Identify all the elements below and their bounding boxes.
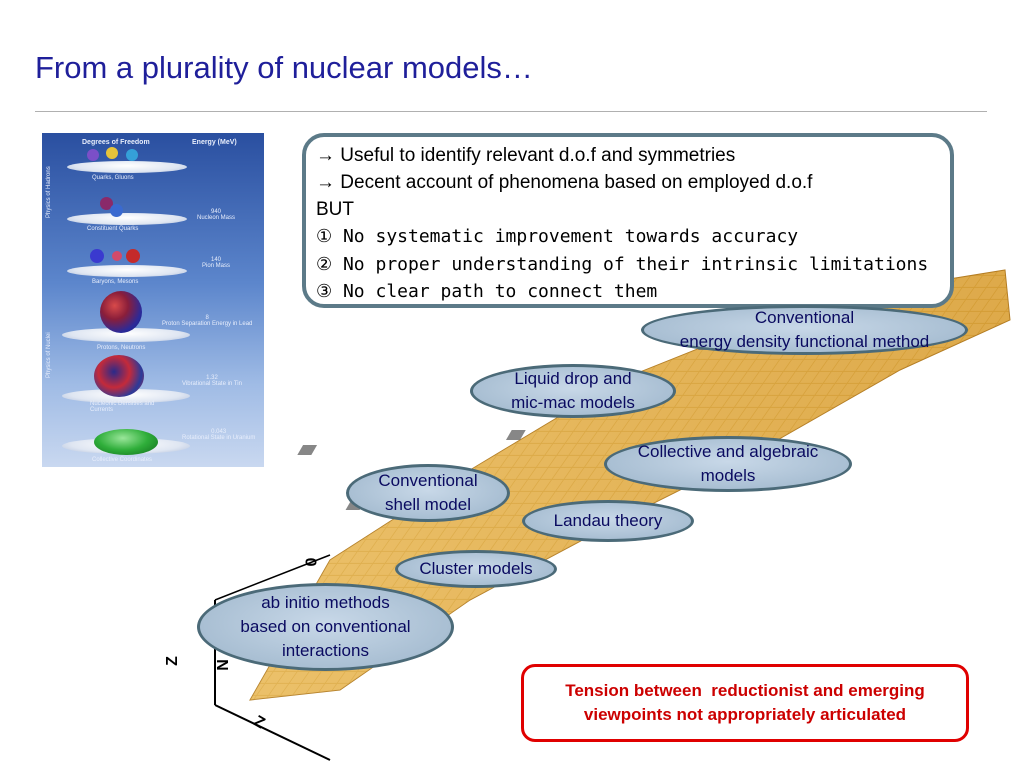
- z-axis-label: Z: [163, 656, 181, 666]
- level-label: Quarks, Gluons: [92, 175, 134, 181]
- level-disc: [62, 328, 190, 342]
- degrees-of-freedom-figure: Degrees of Freedom Energy (MeV) Physics …: [42, 133, 264, 467]
- info-line: ② No proper understanding of their intri…: [316, 254, 929, 275]
- dof-header: Degrees of Freedom: [82, 139, 150, 146]
- quark-icon: [126, 149, 138, 161]
- quark-icon: [87, 149, 99, 161]
- level-energy: 8 Proton Separation Energy in Lead: [162, 315, 253, 327]
- level-disc: [67, 213, 187, 225]
- constituent-quark-icon: [110, 204, 123, 217]
- bubble-energy-density-functional: Conventional energy density functional m…: [641, 305, 968, 355]
- origin-label: 0: [303, 557, 321, 567]
- bubble-landau-theory: Landau theory: [522, 500, 694, 542]
- baryon-icon: [126, 249, 140, 263]
- level-disc: [67, 161, 187, 173]
- bubble-liquid-drop: Liquid drop and mic-mac models: [470, 364, 676, 418]
- bubble-cluster-models: Cluster models: [395, 550, 557, 588]
- bubble-shell-model: Conventional shell model: [346, 464, 510, 522]
- energy-header: Energy (MeV): [192, 139, 237, 146]
- gluon-icon: [106, 147, 118, 159]
- level-energy: 140 Pion Mass: [202, 257, 231, 269]
- bubble-ab-initio: ab initio methods based on conventional …: [197, 583, 454, 671]
- info-line: → Decent account of phenomena based on e…: [316, 172, 813, 193]
- meson-icon: [112, 251, 122, 261]
- level-disc: [67, 265, 187, 277]
- bubble-collective-algebraic: Collective and algebraic models: [604, 436, 852, 492]
- title-divider: [35, 111, 987, 112]
- level-label: Constituent Quarks: [87, 226, 139, 232]
- constituent-quark-icon: [100, 197, 113, 210]
- level-label: Nucleonic Densities and Currents: [90, 401, 155, 413]
- level-energy: 0.043 Rotational State in Uranium: [182, 429, 256, 441]
- model-limitations-box: → Useful to identify relevant d.o.f and …: [302, 133, 954, 308]
- tension-text: Tension between reductionist and emergin…: [565, 681, 925, 724]
- density-current-icon: [94, 355, 144, 397]
- info-line: → Useful to identify relevant d.o.f and …: [316, 145, 736, 166]
- tension-callout: Tension between reductionist and emergin…: [521, 664, 969, 742]
- level-energy: 1.32 Vibrational State in Tin: [182, 375, 242, 387]
- info-line: BUT: [316, 199, 354, 220]
- level-label: Baryons, Mesons: [92, 279, 139, 285]
- info-line: ③ No clear path to connect them: [316, 281, 658, 302]
- level-label: Collective Coordinates: [92, 457, 153, 463]
- nucleus-icon: [100, 291, 142, 333]
- page-title: From a plurality of nuclear models…: [35, 50, 533, 85]
- level-energy: 940 Nucleon Mass: [197, 209, 236, 221]
- n-axis-label: N: [214, 659, 232, 671]
- level-label: Protons, Neutrons: [97, 345, 146, 351]
- baryon-icon: [90, 249, 104, 263]
- collective-ellipsoid-icon: [94, 429, 158, 455]
- n-axis: [214, 704, 331, 761]
- info-line: ① No systematic improvement towards accu…: [316, 226, 799, 247]
